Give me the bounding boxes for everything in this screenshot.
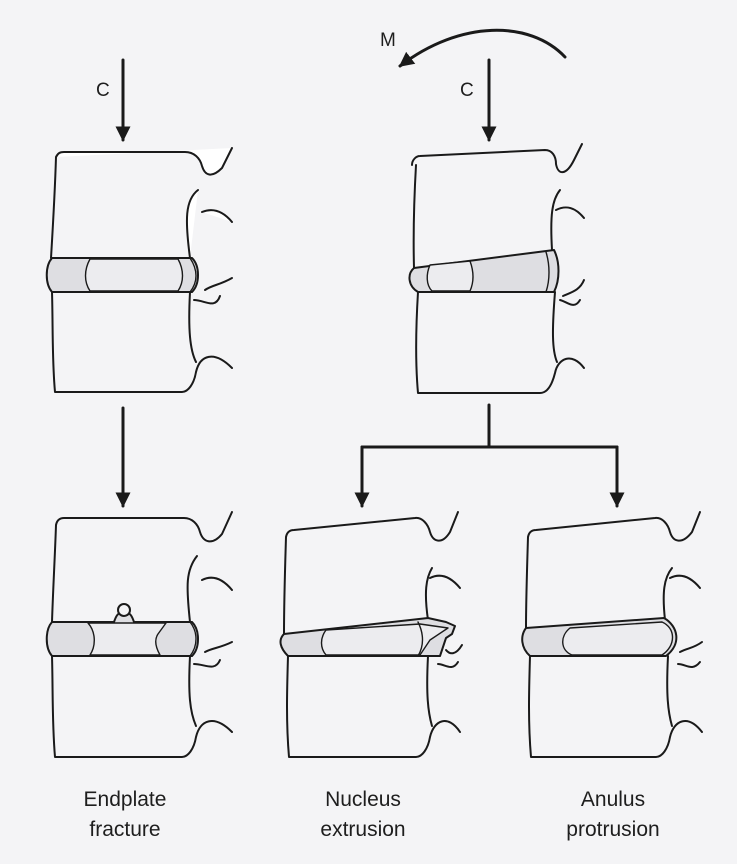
moment-label: M	[380, 30, 396, 51]
compression-label-right: C	[460, 80, 474, 101]
nucleus-pulposus	[84, 258, 184, 292]
moment-arrow	[398, 28, 567, 68]
compression-label-left: C	[96, 80, 110, 101]
branch-arrows	[354, 403, 625, 508]
caption-line-1: Endplate	[83, 788, 167, 811]
lower-vertebra-2	[415, 291, 585, 394]
caption-line-2: protrusion	[566, 818, 660, 841]
caption-line-1: Nucleus	[325, 788, 401, 811]
caption-line-1: Anulus	[580, 788, 646, 811]
nucleus-extrusion-segment	[279, 511, 463, 758]
nucleus-pulposus-2	[426, 260, 474, 292]
schmorl-node	[117, 603, 131, 617]
caption-line-2: extrusion	[320, 818, 406, 841]
anulus-protrusion-segment	[521, 511, 703, 758]
upper-vertebra-2	[411, 143, 585, 269]
top-left-motion-segment	[45, 58, 233, 393]
endplate-fracture-segment	[45, 511, 233, 758]
caption-endplate-fracture: Endplate fracture	[40, 785, 210, 845]
top-right-motion-segment	[398, 28, 585, 394]
caption-anulus-protrusion: Anulus protrusion	[528, 785, 698, 845]
lower-vertebra	[51, 291, 233, 393]
caption-line-2: fracture	[89, 818, 161, 841]
caption-nucleus-extrusion: Nucleus extrusion	[278, 785, 448, 845]
upper-vertebra	[50, 147, 233, 259]
